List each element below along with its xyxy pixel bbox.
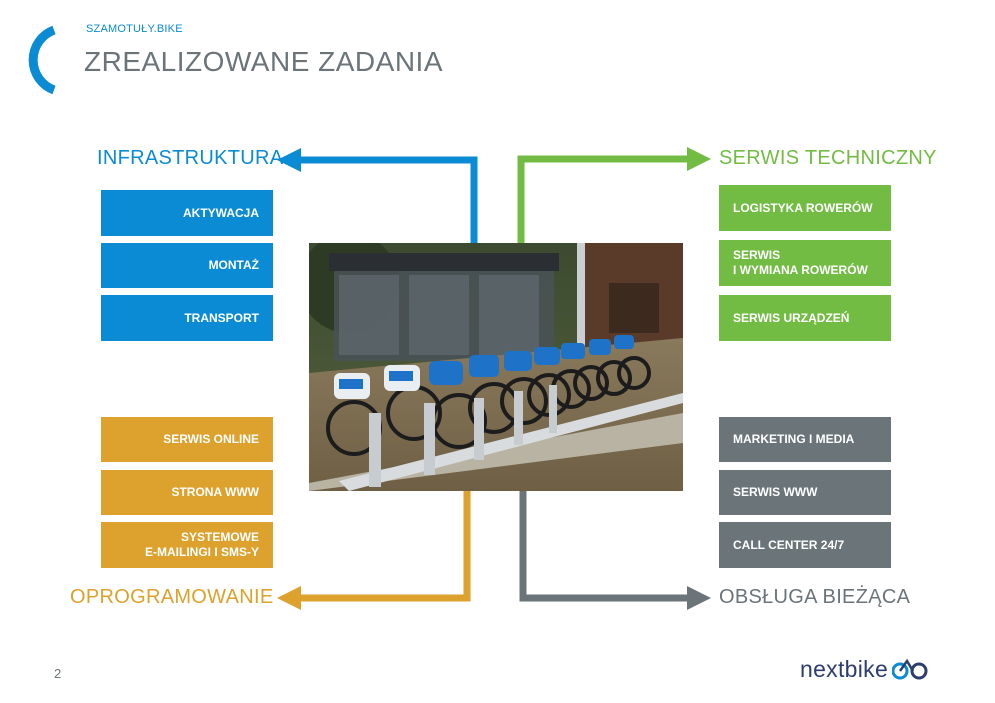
software-arrow: [300, 490, 471, 602]
infrastructure-item-label: TRANSPORT: [184, 310, 259, 325]
technical-arrow-head: [687, 147, 711, 171]
operations-item-label: MARKETING I MEDIA: [733, 432, 855, 446]
software-item-serwis-online: SERWIS ONLINE: [101, 417, 273, 462]
infrastructure-arrow-head: [277, 148, 301, 172]
operations-arrow-head: [687, 586, 711, 610]
page-title: ZREALIZOWANE ZADANIA: [84, 46, 444, 77]
software-item-label-line2: E-MAILINGI I SMS-Y: [145, 545, 259, 559]
software-heading: OPROGRAMOWANIE: [70, 586, 274, 608]
technical-arrow: [517, 155, 688, 244]
operations-item-marketing: MARKETING I MEDIA: [719, 417, 891, 462]
bike-icon: [892, 658, 928, 680]
technical-item-label: LOGISTYKA ROWERÓW: [733, 200, 873, 215]
brand-label: SZAMOTUŁY.BIKE: [86, 23, 183, 35]
operations-item-serwis-www: SERWIS WWW: [719, 470, 891, 515]
software-item-strona-www: STRONA WWW: [101, 470, 273, 515]
software-item-label: STRONA WWW: [171, 485, 259, 499]
infrastructure-item-montaz: MONTAŻ: [101, 243, 273, 288]
infrastructure-heading: INFRASTRUKTURA: [97, 147, 284, 169]
header-logo-arc: [14, 24, 58, 96]
operations-item-call-center: CALL CENTER 24/7: [719, 522, 891, 568]
software-arrow-head: [277, 586, 301, 610]
infrastructure-arrow: [300, 156, 478, 244]
technical-heading: SERWIS TECHNICZNY: [719, 147, 937, 169]
nextbike-logo-text: nextbike: [800, 655, 889, 682]
technical-item-label-line2: I WYMIANA ROWERÓW: [733, 263, 868, 277]
infrastructure-item-label: AKTYWACJA: [182, 205, 259, 220]
operations-arrow: [519, 490, 688, 602]
software-item-label: SERWIS ONLINE: [163, 432, 259, 446]
infrastructure-item-aktywacja: AKTYWACJA: [101, 190, 273, 236]
infrastructure-item-transport: TRANSPORT: [101, 295, 273, 341]
technical-item-serwis-wymiana: SERWIS I WYMIANA ROWERÓW: [719, 240, 891, 286]
infrastructure-item-label: MONTAŻ: [208, 258, 259, 272]
nextbike-logo: nextbike: [800, 654, 928, 684]
technical-item-label: SERWIS URZĄDZEŃ: [733, 310, 850, 325]
bike-station-photo: [309, 243, 683, 491]
software-item-systemowe: SYSTEMOWE E-MAILINGI I SMS-Y: [101, 522, 273, 568]
software-item-label-line1: SYSTEMOWE: [180, 530, 259, 544]
technical-item-serwis-urzadzen: SERWIS URZĄDZEŃ: [719, 295, 891, 341]
page-number: 2: [54, 666, 62, 681]
technical-item-logistyka: LOGISTYKA ROWERÓW: [719, 185, 891, 231]
operations-item-label: SERWIS WWW: [733, 485, 818, 499]
operations-item-label: CALL CENTER 24/7: [733, 537, 845, 552]
technical-item-label-line1: SERWIS: [733, 248, 781, 262]
operations-heading: OBSŁUGA BIEŻĄCA: [719, 586, 911, 608]
